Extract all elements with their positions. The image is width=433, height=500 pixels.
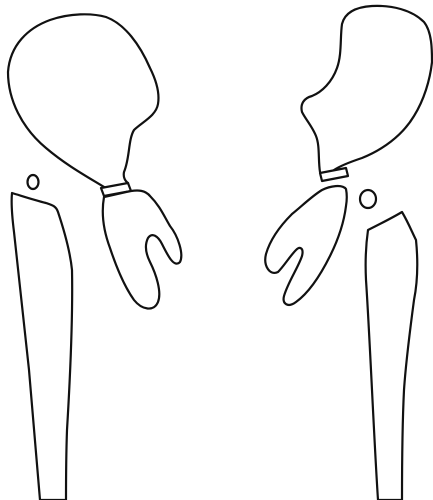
left-trochanter-ossicle	[28, 175, 39, 189]
right-acetabular-ring	[320, 168, 348, 181]
right-ilium	[301, 6, 432, 172]
left-femur-shaft	[12, 193, 73, 500]
right-femoral-head	[265, 186, 346, 305]
right-trochanter-ossicle	[360, 190, 376, 208]
right-hip-group	[265, 6, 432, 500]
right-femur-shaft	[366, 212, 418, 500]
left-hip-group	[8, 14, 181, 500]
left-ilium	[8, 14, 159, 187]
left-femoral-head	[103, 191, 181, 309]
